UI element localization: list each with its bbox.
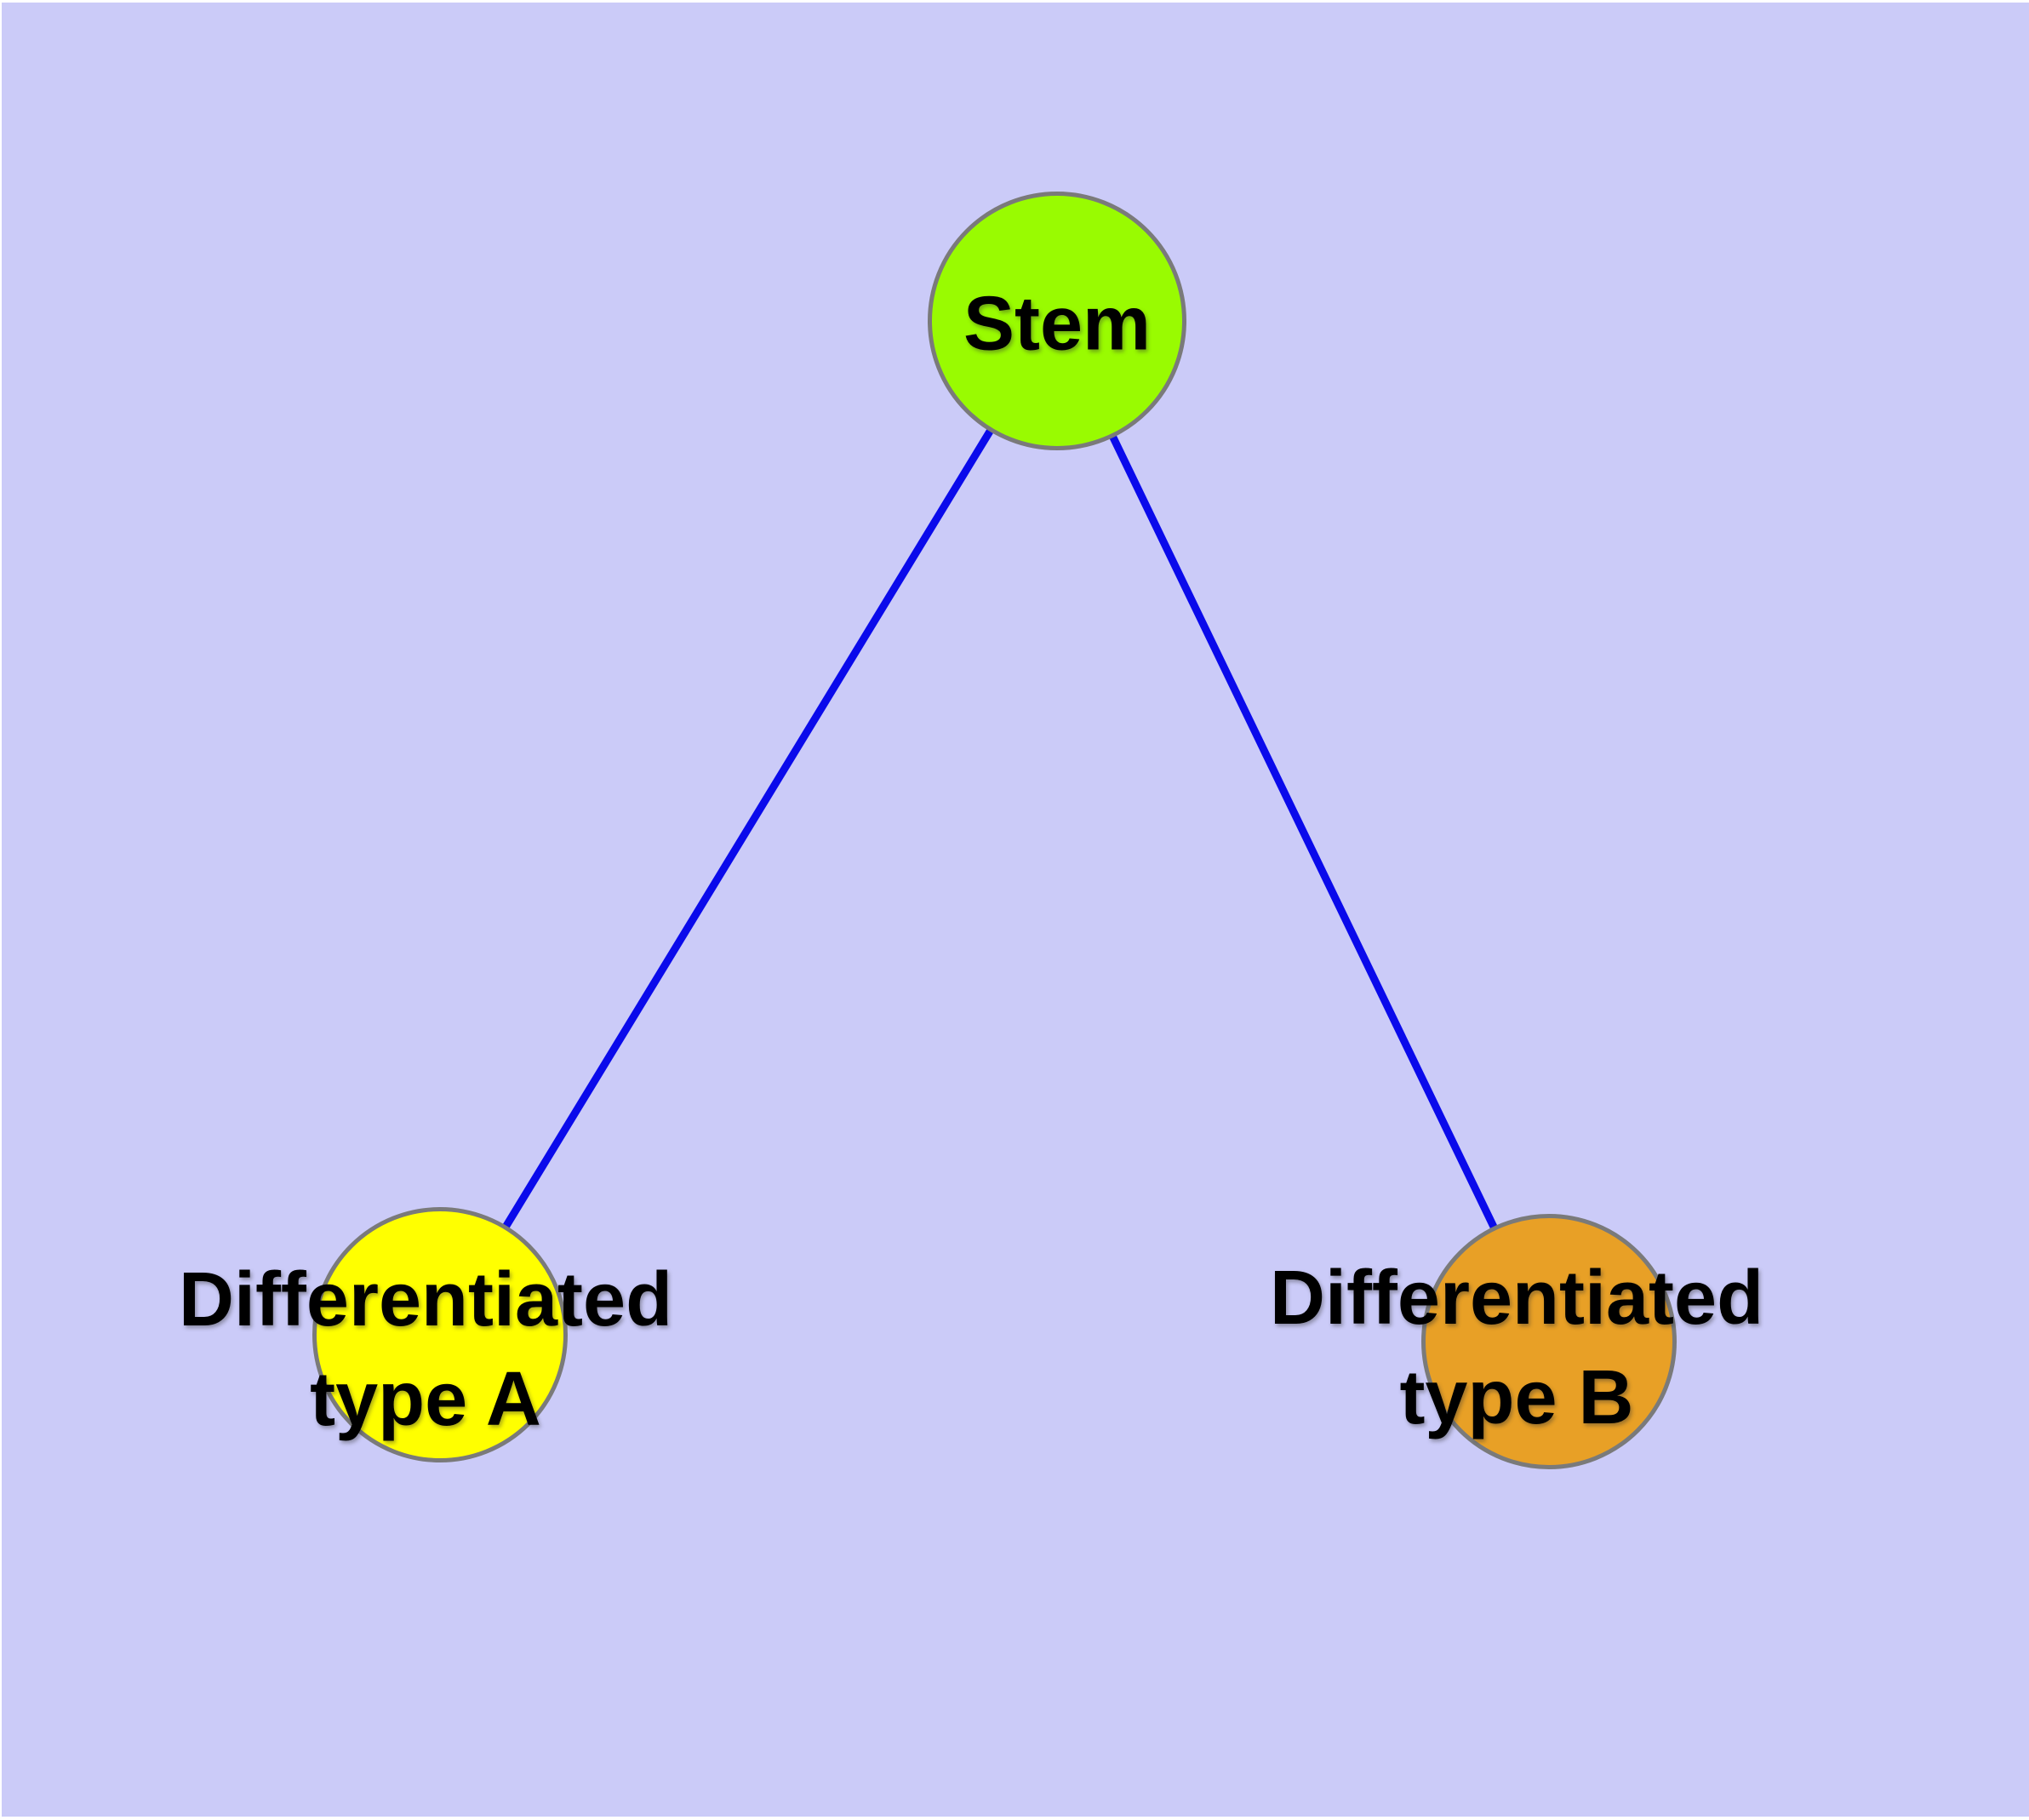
node-stem (928, 192, 1186, 450)
node-differentiated-type-b (1421, 1214, 1677, 1469)
node-differentiated-type-a (312, 1207, 568, 1462)
diagram-canvas: Stem Differentiated type A Differentiate… (2, 3, 2029, 1817)
edge-layer (437, 318, 1553, 1343)
edge-stem-to-type-b (1053, 319, 1553, 1343)
edge-stem-to-type-a (437, 318, 1060, 1337)
